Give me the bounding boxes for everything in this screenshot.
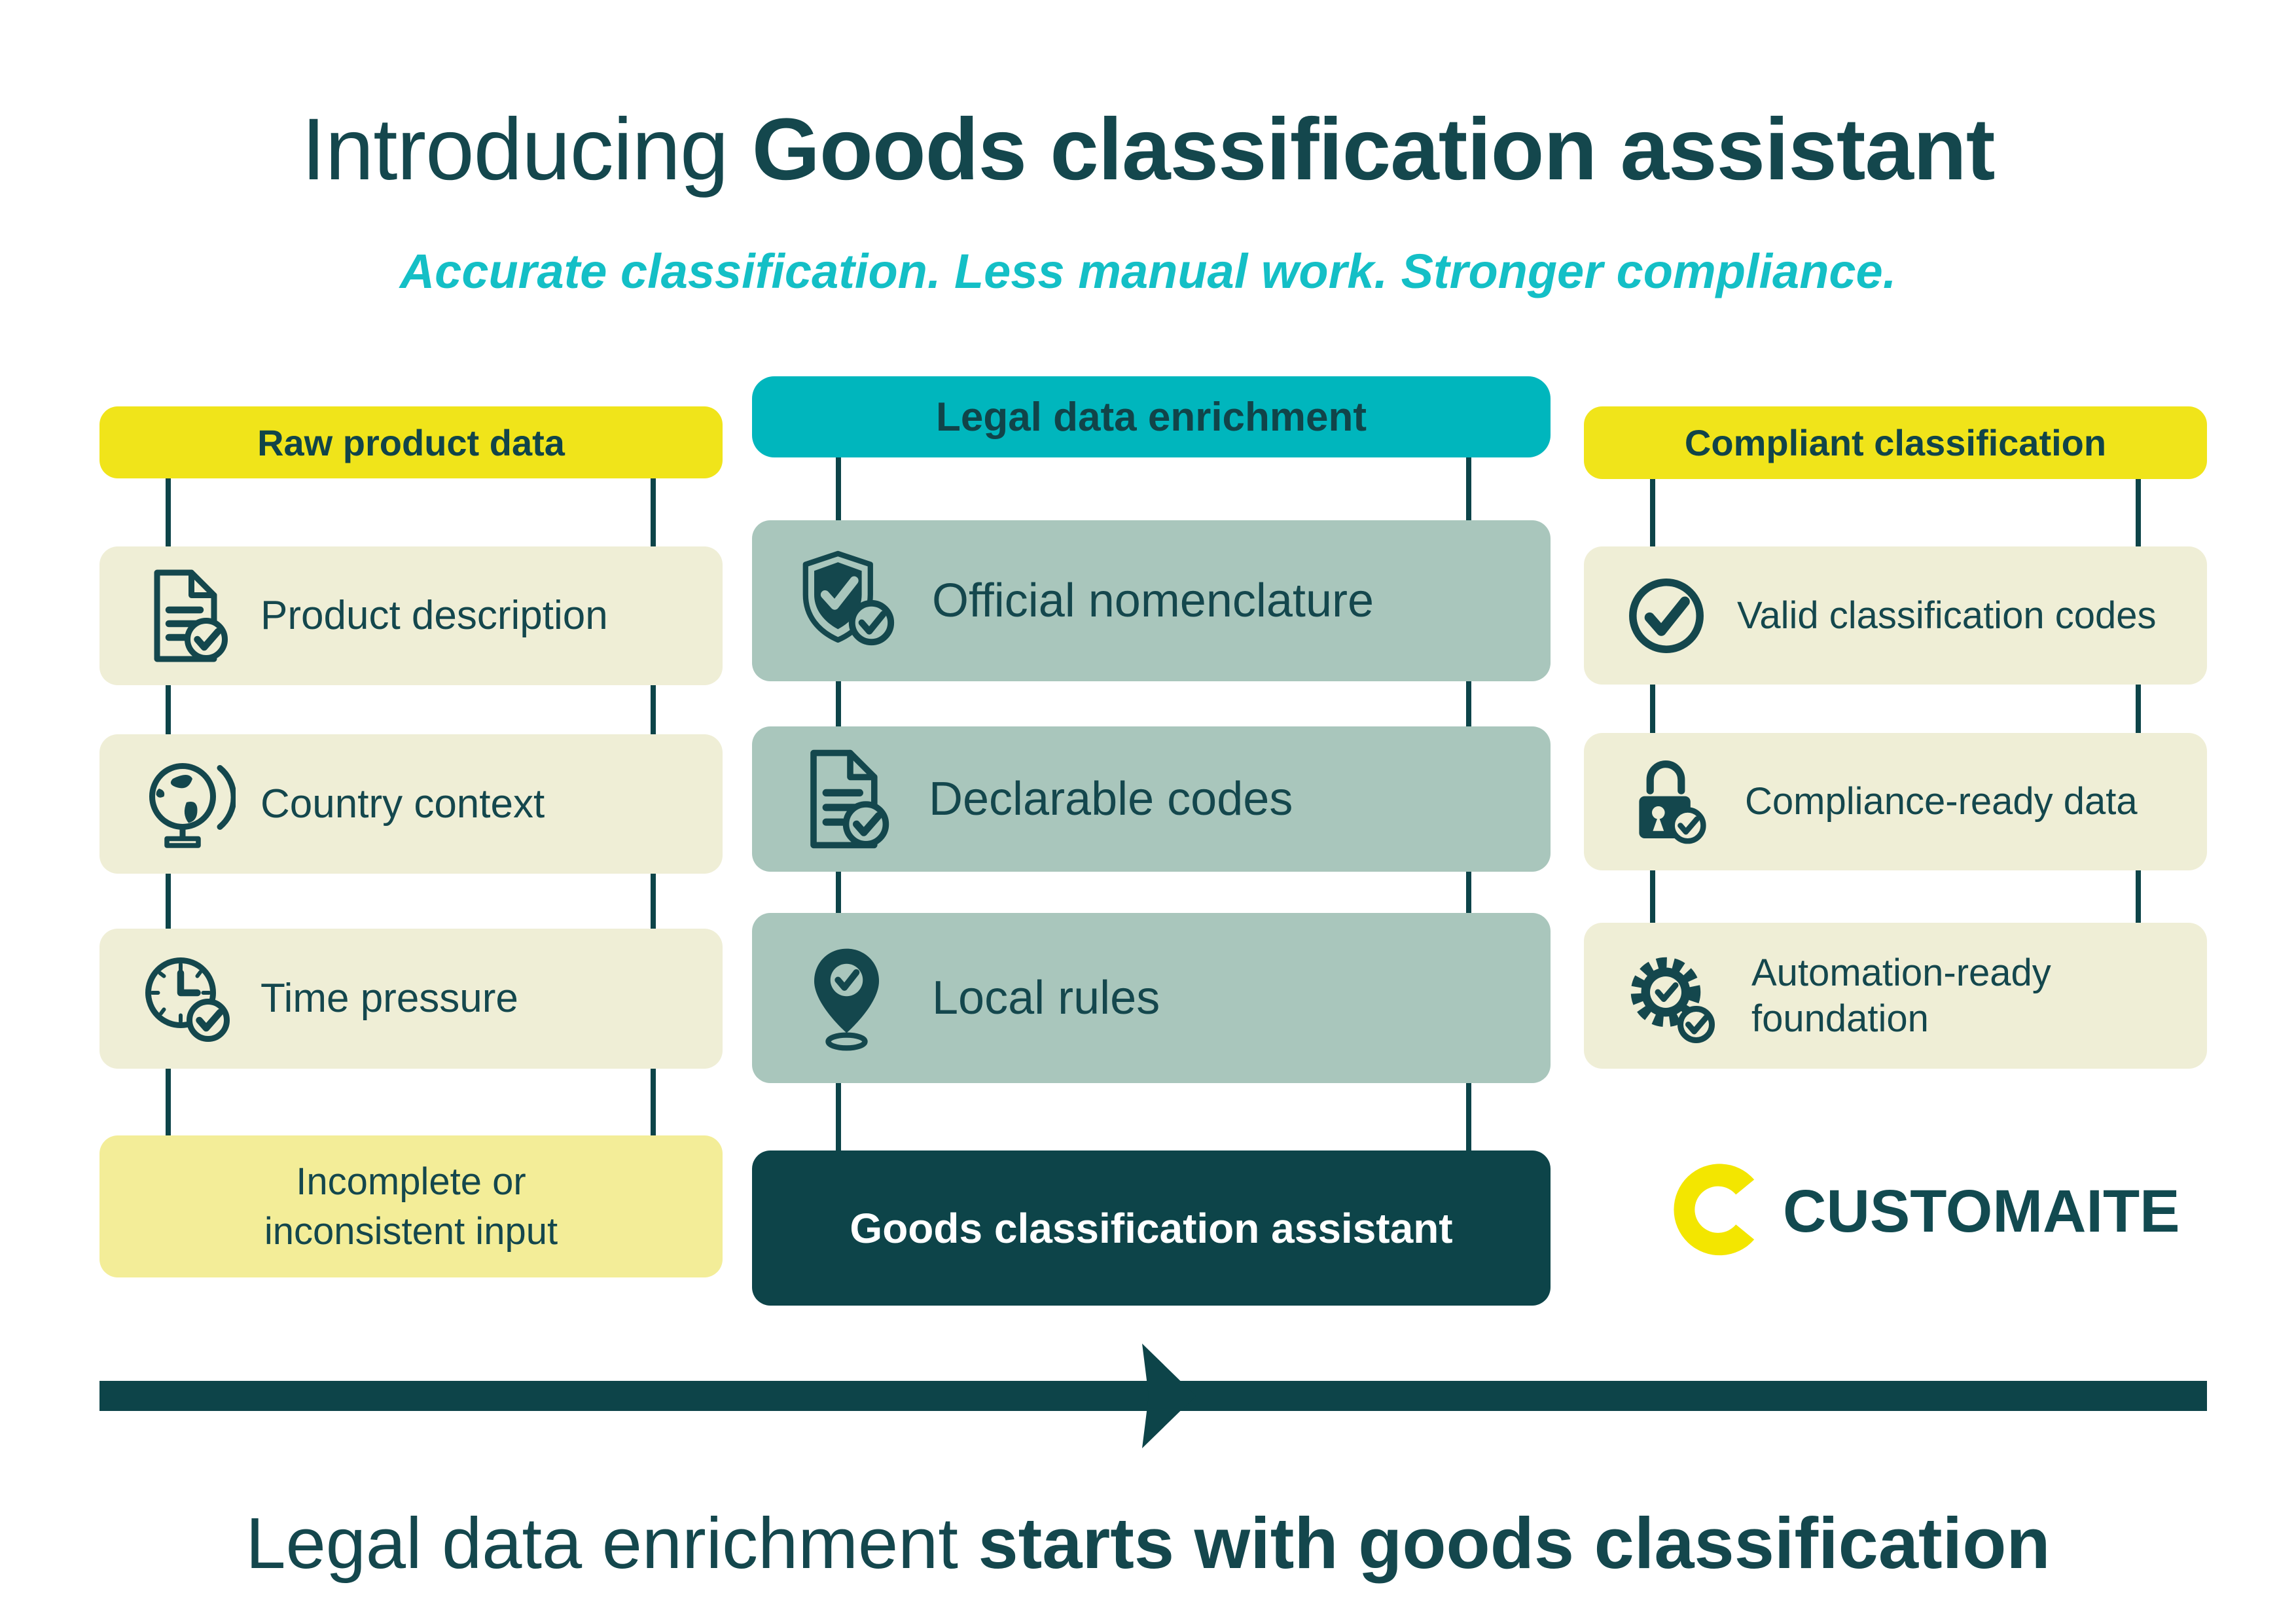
subtitle: Accurate classification. Less manual wor…: [399, 244, 1897, 298]
goods-classification-assistant-box: Goods classification assistant: [752, 1150, 1551, 1306]
card-label: Incomplete or inconsistent input: [264, 1160, 558, 1253]
connector-line: [1650, 479, 1655, 923]
card-product-description: Product description: [99, 546, 723, 685]
footer-prefix: Legal data enrichment: [245, 1503, 978, 1584]
footer-emphasis: starts with goods classification: [978, 1503, 2051, 1584]
card-declarable-codes: Declarable codes: [752, 726, 1551, 872]
title-emphasis: Goods classification assistant: [751, 101, 1996, 198]
flow-arrowhead-icon: [1142, 1344, 1196, 1448]
gear-check-icon: [1624, 947, 1723, 1045]
column-header-compliant-classification: Compliant classification: [1584, 406, 2207, 479]
card-label: Local rules: [932, 971, 1160, 1024]
document-check-icon: [137, 567, 236, 665]
card-label: Compliance-ready data: [1745, 780, 2138, 823]
globe-icon: [137, 755, 236, 853]
card-official-nomenclature: Official nomenclature: [752, 520, 1551, 681]
assistant-box-label: Goods classification assistant: [850, 1204, 1453, 1252]
card-country-context: Country context: [99, 734, 723, 874]
shield-check-icon: [793, 547, 901, 655]
card-compliance-ready-data: Compliance-ready data: [1584, 733, 2207, 870]
check-circle-icon: [1624, 574, 1708, 658]
connector-line: [2136, 479, 2141, 923]
card-valid-classification-codes: Valid classification codes: [1584, 546, 2207, 685]
clock-check-icon: [137, 950, 236, 1048]
card-label: Valid classification codes: [1737, 594, 2157, 637]
card-incomplete-input: Incomplete or inconsistent input: [99, 1135, 723, 1277]
column-header-legal-data-enrichment: Legal data enrichment: [752, 376, 1551, 457]
card-label: Country context: [260, 781, 545, 827]
customaite-logo-text: CUSTOMAITE: [1783, 1177, 2180, 1245]
customaite-logo: CUSTOMAITE: [1668, 1160, 2180, 1263]
title-prefix: Introducing: [301, 101, 752, 198]
customaite-mark: [1668, 1160, 1766, 1263]
card-label: Time pressure: [260, 976, 518, 1022]
document-check-icon: [793, 747, 897, 851]
card-label: Declarable codes: [929, 772, 1293, 825]
lock-check-icon: [1624, 756, 1716, 847]
card-label: Automation-ready foundation: [1751, 951, 2051, 1040]
map-pin-check-icon: [793, 944, 901, 1052]
column-header-raw-product-data: Raw product data: [99, 406, 723, 478]
page-title: Introducing Goods classification assista…: [0, 99, 2296, 200]
card-automation-ready-foundation: Automation-ready foundation: [1584, 923, 2207, 1069]
card-local-rules: Local rules: [752, 913, 1551, 1083]
card-time-pressure: Time pressure: [99, 929, 723, 1069]
card-label: Official nomenclature: [932, 574, 1374, 627]
card-label: Product description: [260, 593, 608, 639]
footer-tagline: Legal data enrichment starts with goods …: [0, 1502, 2296, 1585]
